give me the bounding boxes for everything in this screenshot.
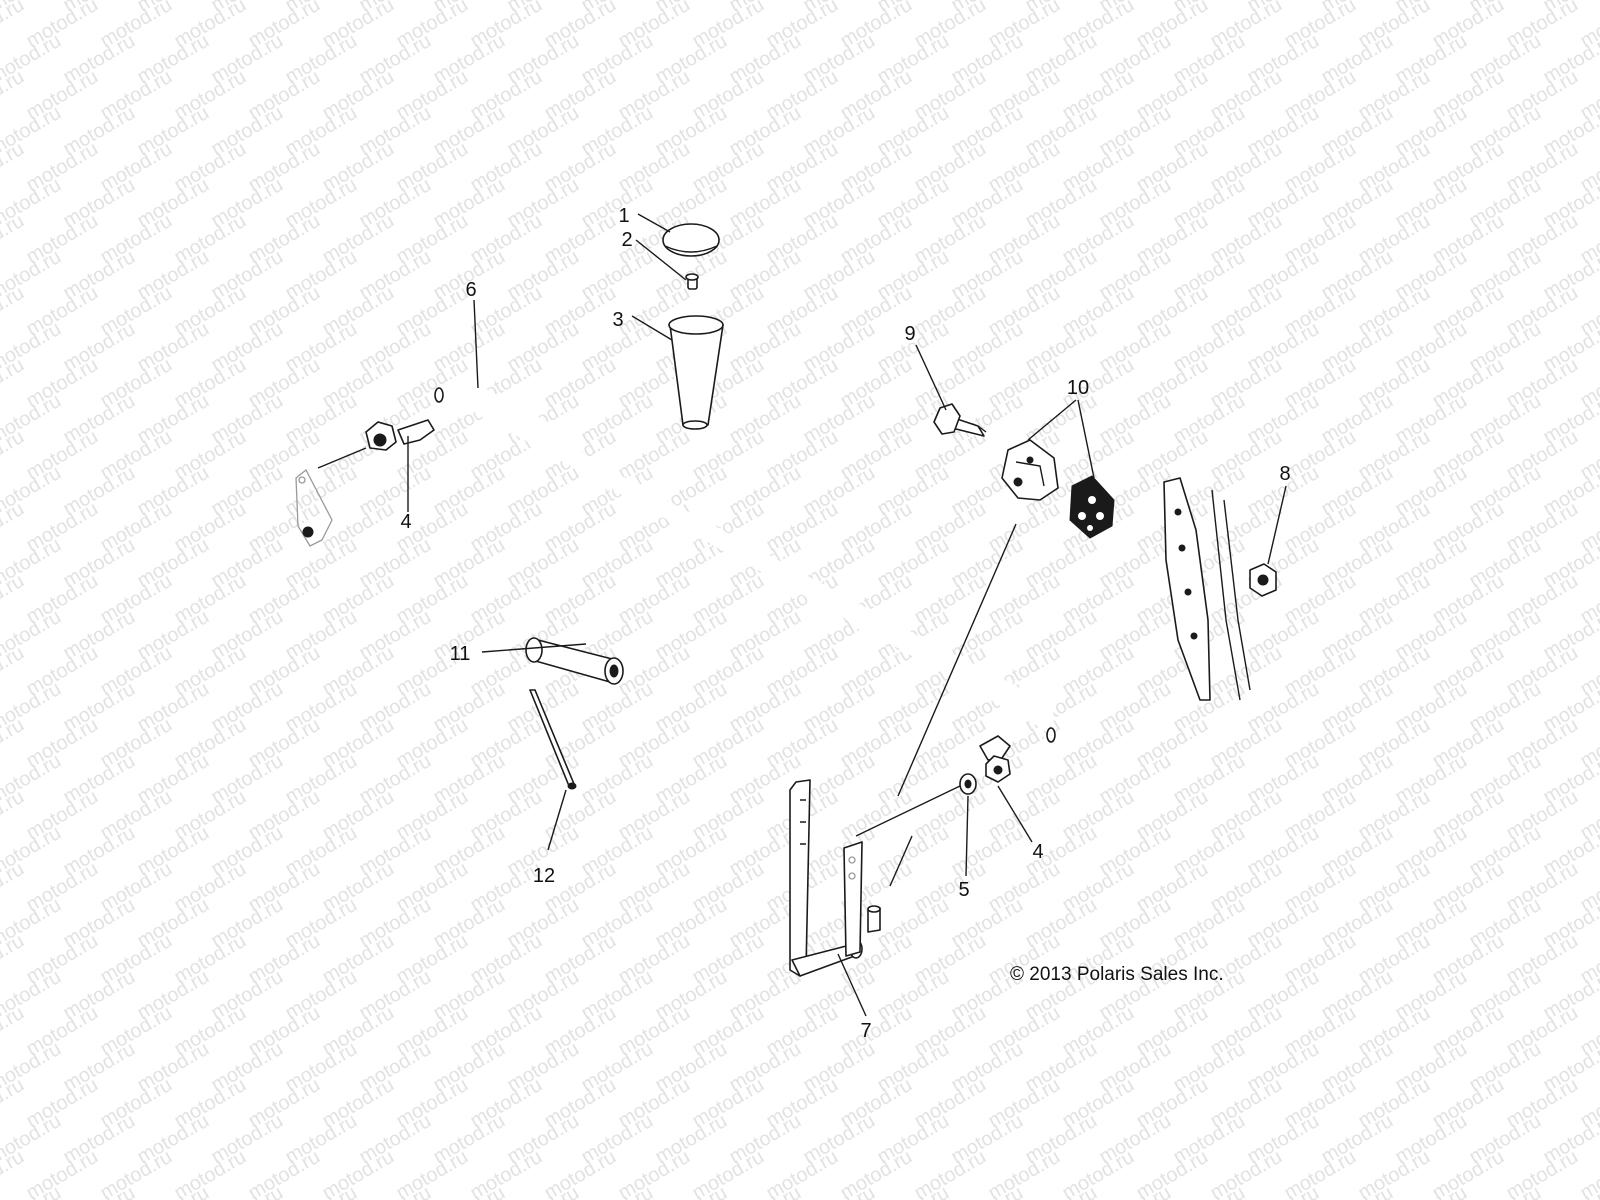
watermark-text: motod.ru [0,0,28,52]
part-nut [1249,563,1277,597]
part-screw [685,273,699,290]
watermark-text: motod.ru [0,138,28,197]
watermark-text: motod.ru [0,210,28,269]
watermark-text: motod.ru [0,786,28,845]
watermark-text: motod.ru [0,426,28,485]
callout-4a: 4 [400,511,411,533]
watermark-text: motod.ru [0,1146,28,1200]
callout-7: 7 [860,1020,871,1042]
watermark-text: motod.ru [0,66,28,125]
watermark-text: motod.ru [0,282,28,341]
watermark-text: motod.ru [0,642,28,701]
callout-1: 1 [618,205,629,227]
watermark-text: motod.ru [0,1002,28,1061]
part-cap [662,223,720,257]
callout-11: 11 [450,643,471,665]
watermark-text: motod.ru [0,714,28,773]
part-washer [959,773,977,795]
callout-6: 6 [465,279,476,301]
callout-8: 8 [1279,463,1290,485]
callout-12: 12 [533,865,555,887]
watermark-text: motod.ru [0,930,28,989]
watermark-text: motod.ru [0,570,28,629]
callout-2: 2 [621,229,632,251]
watermark-text: motod.ru [0,858,28,917]
copyright-notice: © 2013 Polaris Sales Inc. [1010,964,1224,985]
watermark-text: motod.ru [0,354,28,413]
callout-5: 5 [958,879,969,901]
callout-3: 3 [612,309,623,331]
watermark-text: motod.ru [0,498,28,557]
callout-10: 10 [1067,377,1089,399]
callout-4b: 4 [1032,841,1043,863]
watermark-text: motod.ru [0,1074,28,1133]
callout-9: 9 [904,323,915,345]
